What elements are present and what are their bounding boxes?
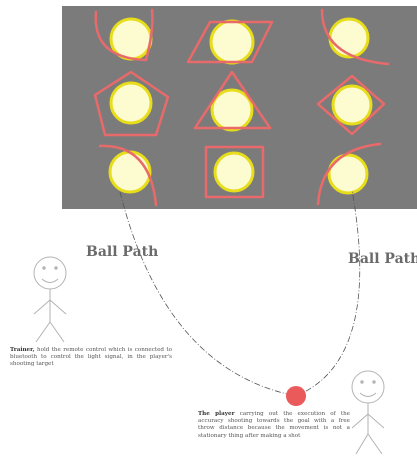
target-circle	[330, 19, 368, 57]
target-circle	[212, 90, 252, 130]
target-circle	[215, 153, 253, 191]
trainer-head	[34, 257, 66, 289]
ball	[286, 386, 306, 406]
target-circle	[110, 152, 150, 192]
player-head	[352, 371, 384, 403]
player-caption: The player carrying out the execution of…	[198, 411, 350, 440]
trainer-caption: Trainer, hold the remote control which i…	[10, 347, 172, 369]
target-circle	[329, 155, 367, 193]
trainer-caption-text: hold the remote control which is connect…	[10, 347, 172, 367]
target-circle	[111, 83, 151, 123]
target-circle	[333, 86, 371, 124]
ball-path-label-right: Ball Path	[348, 251, 417, 267]
player-caption-title: The player	[198, 411, 235, 417]
trainer-caption-title: Trainer,	[10, 347, 35, 353]
target-circle	[211, 21, 253, 63]
ball-path-label-left: Ball Path	[86, 244, 158, 260]
ball-path-right	[296, 190, 360, 396]
trainer-figure	[34, 257, 66, 342]
player-figure	[352, 371, 384, 454]
